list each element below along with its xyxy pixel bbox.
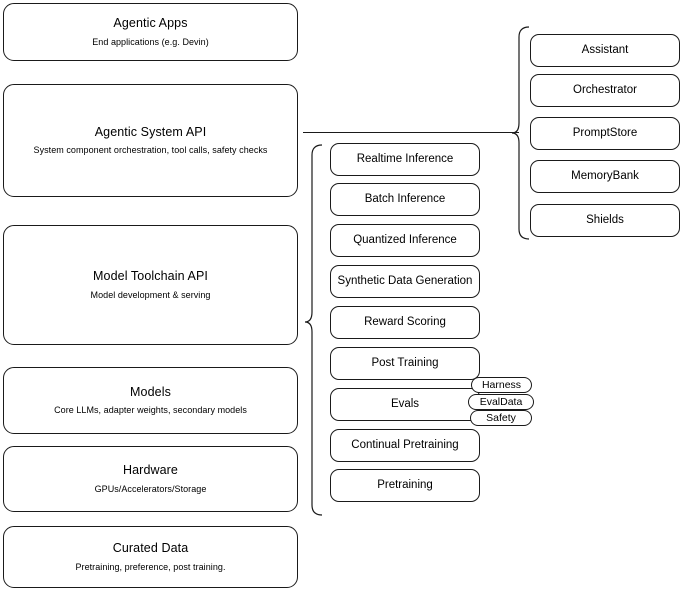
layer-title: Agentic System API [94, 124, 207, 139]
capability-label: Quantized Inference [353, 234, 457, 247]
layer-subtitle: Core LLMs, adapter weights, secondary mo… [54, 405, 247, 416]
capability-pretraining[interactable]: Pretraining [330, 469, 480, 502]
eval-tag-label: Safety [486, 412, 516, 424]
brace-system-components [511, 26, 530, 240]
capability-label: Batch Inference [364, 193, 446, 206]
capability-batch-inference[interactable]: Batch Inference [330, 183, 480, 216]
capability-label: Pretraining [377, 479, 433, 492]
component-shields[interactable]: Shields [530, 204, 680, 237]
layer-title: Hardware [123, 463, 178, 478]
capability-label: Evals [390, 398, 420, 411]
capability-continual-pretraining[interactable]: Continual Pretraining [330, 429, 480, 462]
capability-realtime-inference[interactable]: Realtime Inference [330, 143, 480, 176]
eval-tag-label: Harness [481, 379, 522, 391]
capability-label: Reward Scoring [364, 316, 446, 329]
layer-box-agentic-system-api[interactable]: Agentic System API System component orch… [3, 84, 298, 197]
component-promptstore[interactable]: PromptStore [530, 117, 680, 150]
layer-subtitle: Pretraining, preference, post training. [75, 561, 226, 572]
layer-box-hardware[interactable]: Hardware GPUs/Accelerators/Storage [3, 446, 298, 512]
component-label: Shields [586, 214, 624, 227]
component-label: PromptStore [572, 127, 638, 140]
capability-synthetic-data-generation[interactable]: Synthetic Data Generation [330, 265, 480, 298]
layer-subtitle: End applications (e.g. Devin) [92, 36, 209, 47]
capability-evals[interactable]: Evals [330, 388, 480, 421]
capability-label: Realtime Inference [356, 153, 454, 166]
capability-post-training[interactable]: Post Training [330, 347, 480, 380]
capability-reward-scoring[interactable]: Reward Scoring [330, 306, 480, 339]
connector-system-api-to-components [303, 132, 519, 133]
layer-subtitle: Model development & serving [90, 289, 211, 300]
component-label: MemoryBank [571, 170, 639, 183]
brace-toolchain-capabilities [304, 144, 323, 516]
layer-title: Models [130, 384, 171, 399]
component-orchestrator[interactable]: Orchestrator [530, 74, 680, 107]
eval-tag-label: EvalData [479, 396, 523, 408]
layer-title: Agentic Apps [113, 16, 188, 31]
layer-title: Model Toolchain API [93, 269, 208, 284]
layer-box-agentic-apps[interactable]: Agentic Apps End applications (e.g. Devi… [3, 3, 298, 61]
layer-box-models[interactable]: Models Core LLMs, adapter weights, secon… [3, 367, 298, 434]
layer-subtitle: System component orchestration, tool cal… [33, 145, 268, 156]
layer-box-curated-data[interactable]: Curated Data Pretraining, preference, po… [3, 526, 298, 588]
component-label: Assistant [581, 44, 629, 57]
eval-tag-harness[interactable]: Harness [471, 377, 532, 393]
component-memorybank[interactable]: MemoryBank [530, 160, 680, 193]
layer-subtitle: GPUs/Accelerators/Storage [94, 483, 207, 494]
capability-label: Synthetic Data Generation [337, 275, 473, 288]
layer-box-model-toolchain-api[interactable]: Model Toolchain API Model development & … [3, 225, 298, 345]
capability-label: Continual Pretraining [351, 439, 459, 452]
eval-tag-evaldata[interactable]: EvalData [468, 394, 534, 410]
eval-tag-safety[interactable]: Safety [470, 410, 532, 426]
capability-quantized-inference[interactable]: Quantized Inference [330, 224, 480, 257]
layer-title: Curated Data [112, 541, 189, 556]
component-label: Orchestrator [573, 84, 637, 97]
capability-label: Post Training [371, 357, 439, 370]
component-assistant[interactable]: Assistant [530, 34, 680, 67]
